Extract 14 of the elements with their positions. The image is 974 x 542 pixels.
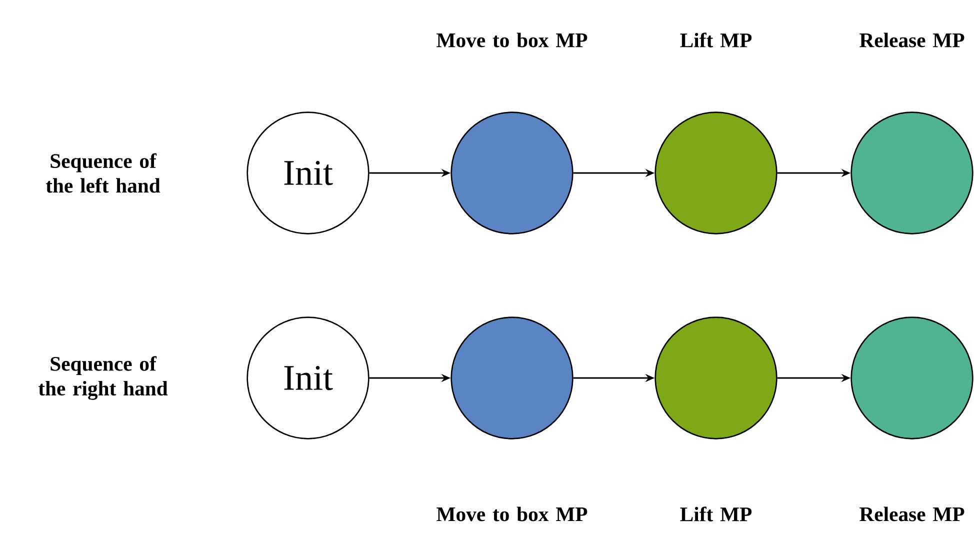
step-label: Move to box MP xyxy=(436,506,588,522)
state-circle xyxy=(654,316,778,440)
state-circle xyxy=(654,112,778,234)
row-label: Sequence of the right hand xyxy=(38,356,168,400)
state-circle xyxy=(450,112,574,234)
step-label: Move to box MP xyxy=(436,32,588,48)
step-label: Release MP xyxy=(860,506,964,522)
state-circle xyxy=(850,316,974,440)
state-circle xyxy=(850,112,974,234)
row-label: Sequence of the left hand xyxy=(46,153,160,193)
step-label: Lift MP xyxy=(680,506,752,522)
step-label: Lift MP xyxy=(680,32,752,48)
state-circle xyxy=(450,316,574,440)
step-label: Release MP xyxy=(860,32,964,48)
